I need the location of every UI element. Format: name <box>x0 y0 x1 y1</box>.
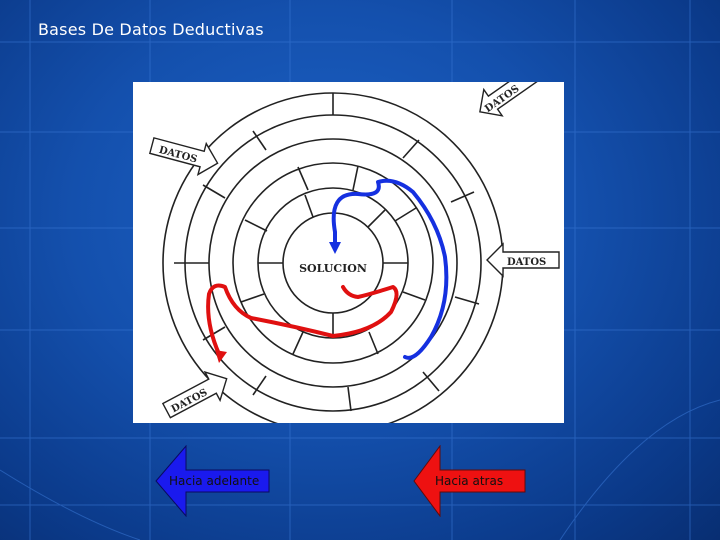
slide-title: Bases De Datos Deductivas <box>38 20 264 39</box>
forward-path <box>206 283 399 356</box>
maze-diagram: SOLUCION DATOS DATOS DATOS DATOS <box>133 82 564 423</box>
backward-path <box>331 178 449 360</box>
left-arrow-shape <box>155 445 270 517</box>
backward-nav-button[interactable]: Hacia atras <box>413 445 529 517</box>
datos-label-right: DATOS <box>507 257 546 268</box>
maze-svg: SOLUCION DATOS DATOS DATOS DATOS <box>148 82 560 423</box>
datos-arrow-right: DATOS <box>486 242 560 278</box>
forward-path-arrowhead <box>215 350 227 363</box>
maze-ring-outer <box>162 92 504 423</box>
datos-arrow-top-right: DATOS <box>479 82 542 117</box>
datos-arrow-bottom-left: DATOS <box>161 370 228 419</box>
forward-nav-button[interactable]: Hacia adelante <box>155 445 271 517</box>
backward-nav-label: Hacia atras <box>435 474 504 488</box>
forward-nav-label: Hacia adelante <box>169 474 260 488</box>
center-label: SOLUCION <box>299 262 367 275</box>
left-arrow-shape <box>413 445 526 517</box>
datos-arrow-top-left: DATOS <box>148 137 219 176</box>
backward-path-arrowhead <box>329 242 341 254</box>
maze-ring-4 <box>232 162 434 364</box>
